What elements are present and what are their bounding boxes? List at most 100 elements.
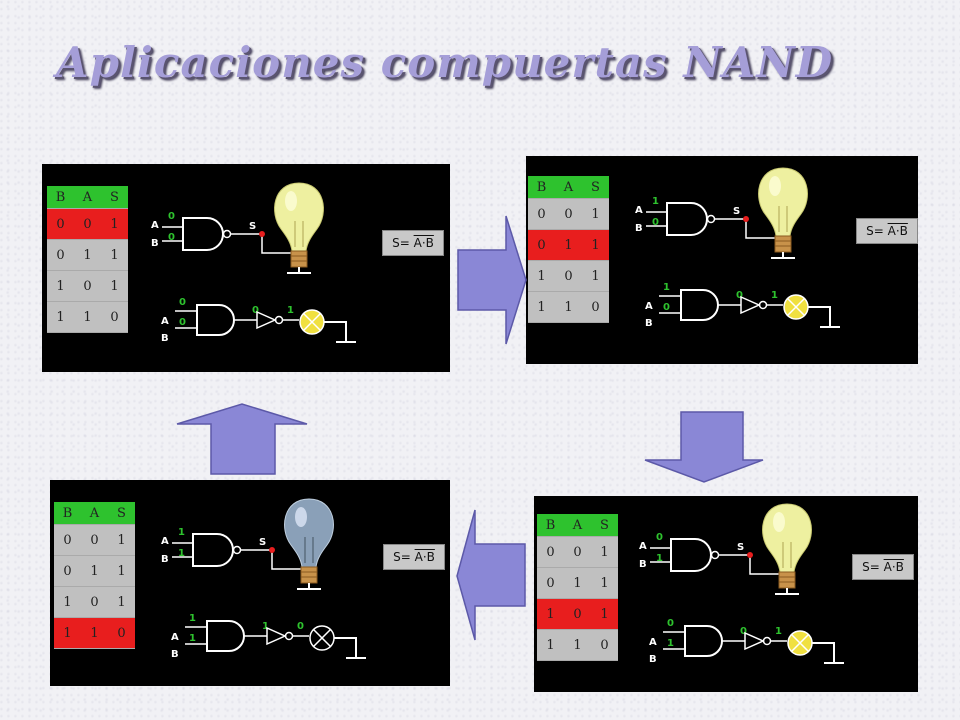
input-value-b: 0 <box>179 317 186 328</box>
table-cell: 1 <box>81 555 108 587</box>
arrow-down <box>644 411 764 483</box>
table-cell: 0 <box>54 524 81 556</box>
and-gate-icon <box>684 625 723 657</box>
inversion-bubble <box>284 631 294 641</box>
output-probe <box>269 547 275 553</box>
and-output-value: 0 <box>736 290 743 301</box>
expression-prefix: S= <box>862 560 884 574</box>
input-value-b: 1 <box>667 638 674 649</box>
lamp-on-icon <box>299 309 325 335</box>
inversion-bubble <box>710 550 720 560</box>
ground-icon <box>812 642 844 664</box>
table-cell: 1 <box>47 270 74 302</box>
table-cell: 1 <box>101 270 128 302</box>
table-cell: 0 <box>54 555 81 587</box>
table-cell: 1 <box>591 567 618 599</box>
table-header-cell: B <box>528 176 555 199</box>
input-label-b: B <box>645 318 653 329</box>
input-label-b: B <box>161 333 169 344</box>
input-value-b: 1 <box>178 548 185 559</box>
table-header-cell: B <box>54 502 81 525</box>
input-wires <box>659 295 681 314</box>
table-cell: 1 <box>74 239 101 271</box>
input-value-a: 0 <box>168 211 175 222</box>
table-cell: 1 <box>101 208 128 240</box>
table-cell: 1 <box>564 567 591 599</box>
table-cell: 1 <box>108 555 135 587</box>
output-wire <box>719 554 790 575</box>
input-label-b: B <box>161 554 169 565</box>
table-header-cell: S <box>101 186 128 209</box>
table-cell: 1 <box>108 586 135 618</box>
table-header-cell: A <box>81 502 108 525</box>
input-label-a: A <box>645 301 653 312</box>
table-cell: 0 <box>108 617 135 649</box>
input-label-b: B <box>151 238 159 249</box>
table-cell: 1 <box>528 291 555 323</box>
expression-negated-term: A·B <box>413 236 434 250</box>
table-cell: 1 <box>582 198 609 230</box>
table-cell: 1 <box>101 239 128 271</box>
light-bulb-off-icon <box>284 498 334 590</box>
expression-prefix: S= <box>393 550 415 564</box>
lamp-off-icon <box>309 625 335 651</box>
input-value-b: 0 <box>168 232 175 243</box>
output-label: S <box>259 537 266 548</box>
table-cell: 0 <box>555 260 582 292</box>
table-cell: 1 <box>582 260 609 292</box>
input-wires <box>162 226 183 242</box>
input-label-a: A <box>649 637 657 648</box>
table-cell: 0 <box>101 301 128 333</box>
table-cell: 1 <box>555 291 582 323</box>
expression-negated-term: A·B <box>887 224 908 238</box>
output-wire <box>241 549 312 570</box>
input-value-a: 0 <box>179 297 186 308</box>
light-bulb-on-icon <box>758 167 808 259</box>
ground-icon <box>324 321 356 343</box>
table-cell: 0 <box>555 198 582 230</box>
input-value-a: 1 <box>652 196 659 207</box>
table-cell: 0 <box>591 629 618 661</box>
input-value-a: 0 <box>656 532 663 543</box>
output-expression: S= A·B <box>856 218 918 244</box>
table-cell: 1 <box>108 524 135 556</box>
ground-icon <box>334 637 366 659</box>
and-gate-icon <box>680 289 719 321</box>
not-gate-icon <box>744 631 765 651</box>
input-label-b: B <box>639 559 647 570</box>
and-output-value: 0 <box>252 305 259 316</box>
inversion-bubble <box>274 315 284 325</box>
input-value-a: 0 <box>667 618 674 629</box>
input-wires <box>172 542 193 558</box>
table-header-cell: A <box>74 186 101 209</box>
nand-gate-icon <box>182 217 224 251</box>
table-cell: 1 <box>81 617 108 649</box>
not-gate-icon <box>266 626 287 646</box>
table-header-cell: S <box>591 514 618 537</box>
nand-gate-icon <box>670 538 712 572</box>
and-output-value: 0 <box>740 626 747 637</box>
table-cell: 1 <box>74 301 101 333</box>
input-wires <box>650 547 671 563</box>
input-label-b: B <box>635 223 643 234</box>
nand-gate-icon <box>666 202 708 236</box>
not-output-value: 1 <box>771 290 778 301</box>
output-expression: S= A·B <box>383 544 445 570</box>
